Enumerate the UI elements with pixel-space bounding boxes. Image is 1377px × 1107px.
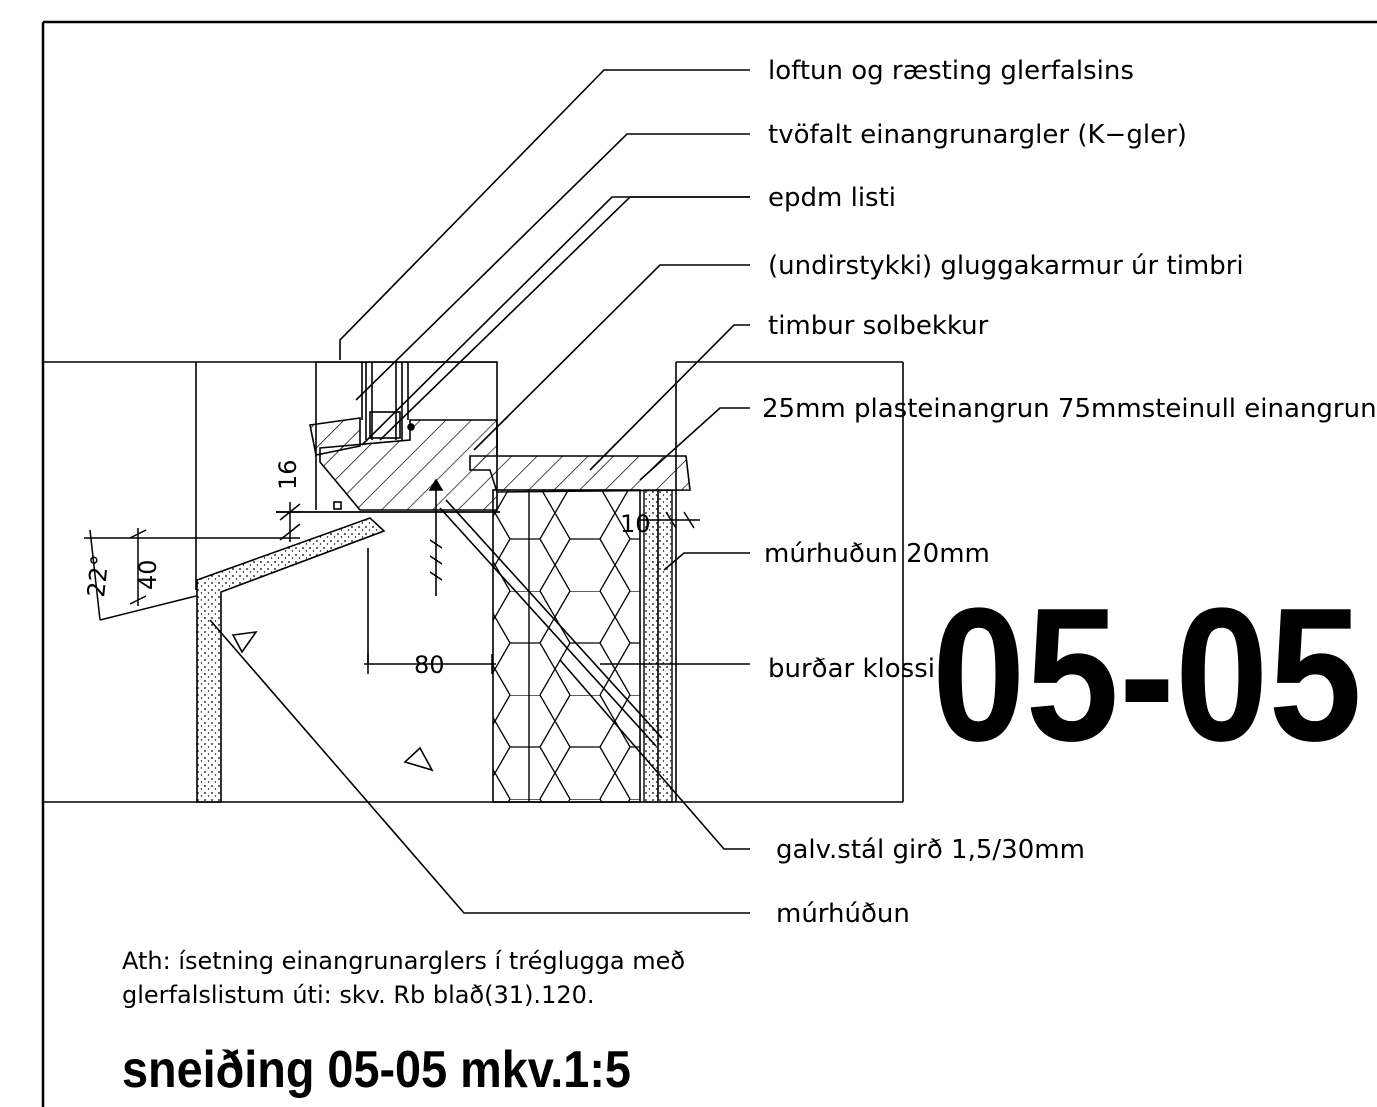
note-line-1: Ath: ísetning einangrunarglers í tréglug… xyxy=(122,947,686,975)
window-frame xyxy=(276,361,500,513)
concrete-marks xyxy=(231,501,434,772)
insulation xyxy=(492,489,641,803)
leader-lines xyxy=(209,69,750,914)
drawing-title: sneiðing 05-05 mkv.1:5 xyxy=(122,1041,631,1099)
label-plast: 25mm plasteinangrun 75mmsteinull einangr… xyxy=(762,394,1377,424)
label-galv: galv.stál girð 1,5/30mm xyxy=(776,835,1085,865)
dimension-lines xyxy=(84,502,700,674)
fixing-screw xyxy=(428,478,444,596)
label-murhudun: múrhúðun xyxy=(776,899,910,929)
sheet-border xyxy=(41,20,1377,1107)
label-tvofalt: tvöfalt einangrunargler (K−gler) xyxy=(768,120,1187,150)
dim-40: 40 xyxy=(134,559,162,590)
dim-10: 10 xyxy=(620,510,651,538)
label-loftun: loftun og ræsting glerfalsins xyxy=(768,56,1134,86)
dimension-labels: 16 40 22° 80 10 xyxy=(82,459,650,679)
callout-labels: loftun og ræsting glerfalsins tvöfalt ei… xyxy=(762,56,1377,929)
label-epdm: epdm listi xyxy=(768,183,896,213)
wall-section xyxy=(43,361,904,803)
dim-22: 22° xyxy=(82,553,114,598)
window-sill xyxy=(469,455,691,493)
label-burdar: burðar klossi xyxy=(768,654,935,684)
galvanized-strap xyxy=(439,499,663,747)
interior-plaster xyxy=(196,489,673,803)
dim-16: 16 xyxy=(274,459,302,490)
label-murhudun20: múrhuðun 20mm xyxy=(764,539,990,569)
label-undirstykki: (undirstykki) gluggakarmur úr timbri xyxy=(768,251,1244,281)
dim-80: 80 xyxy=(414,651,445,679)
note-block: Ath: ísetning einangrunarglers í tréglug… xyxy=(122,944,685,1012)
section-mark: 05-05 xyxy=(932,569,1362,781)
note-line-2: glerfalslistum úti: skv. Rb blað(31).120… xyxy=(122,981,595,1009)
label-timbur: timbur solbekkur xyxy=(768,311,989,341)
